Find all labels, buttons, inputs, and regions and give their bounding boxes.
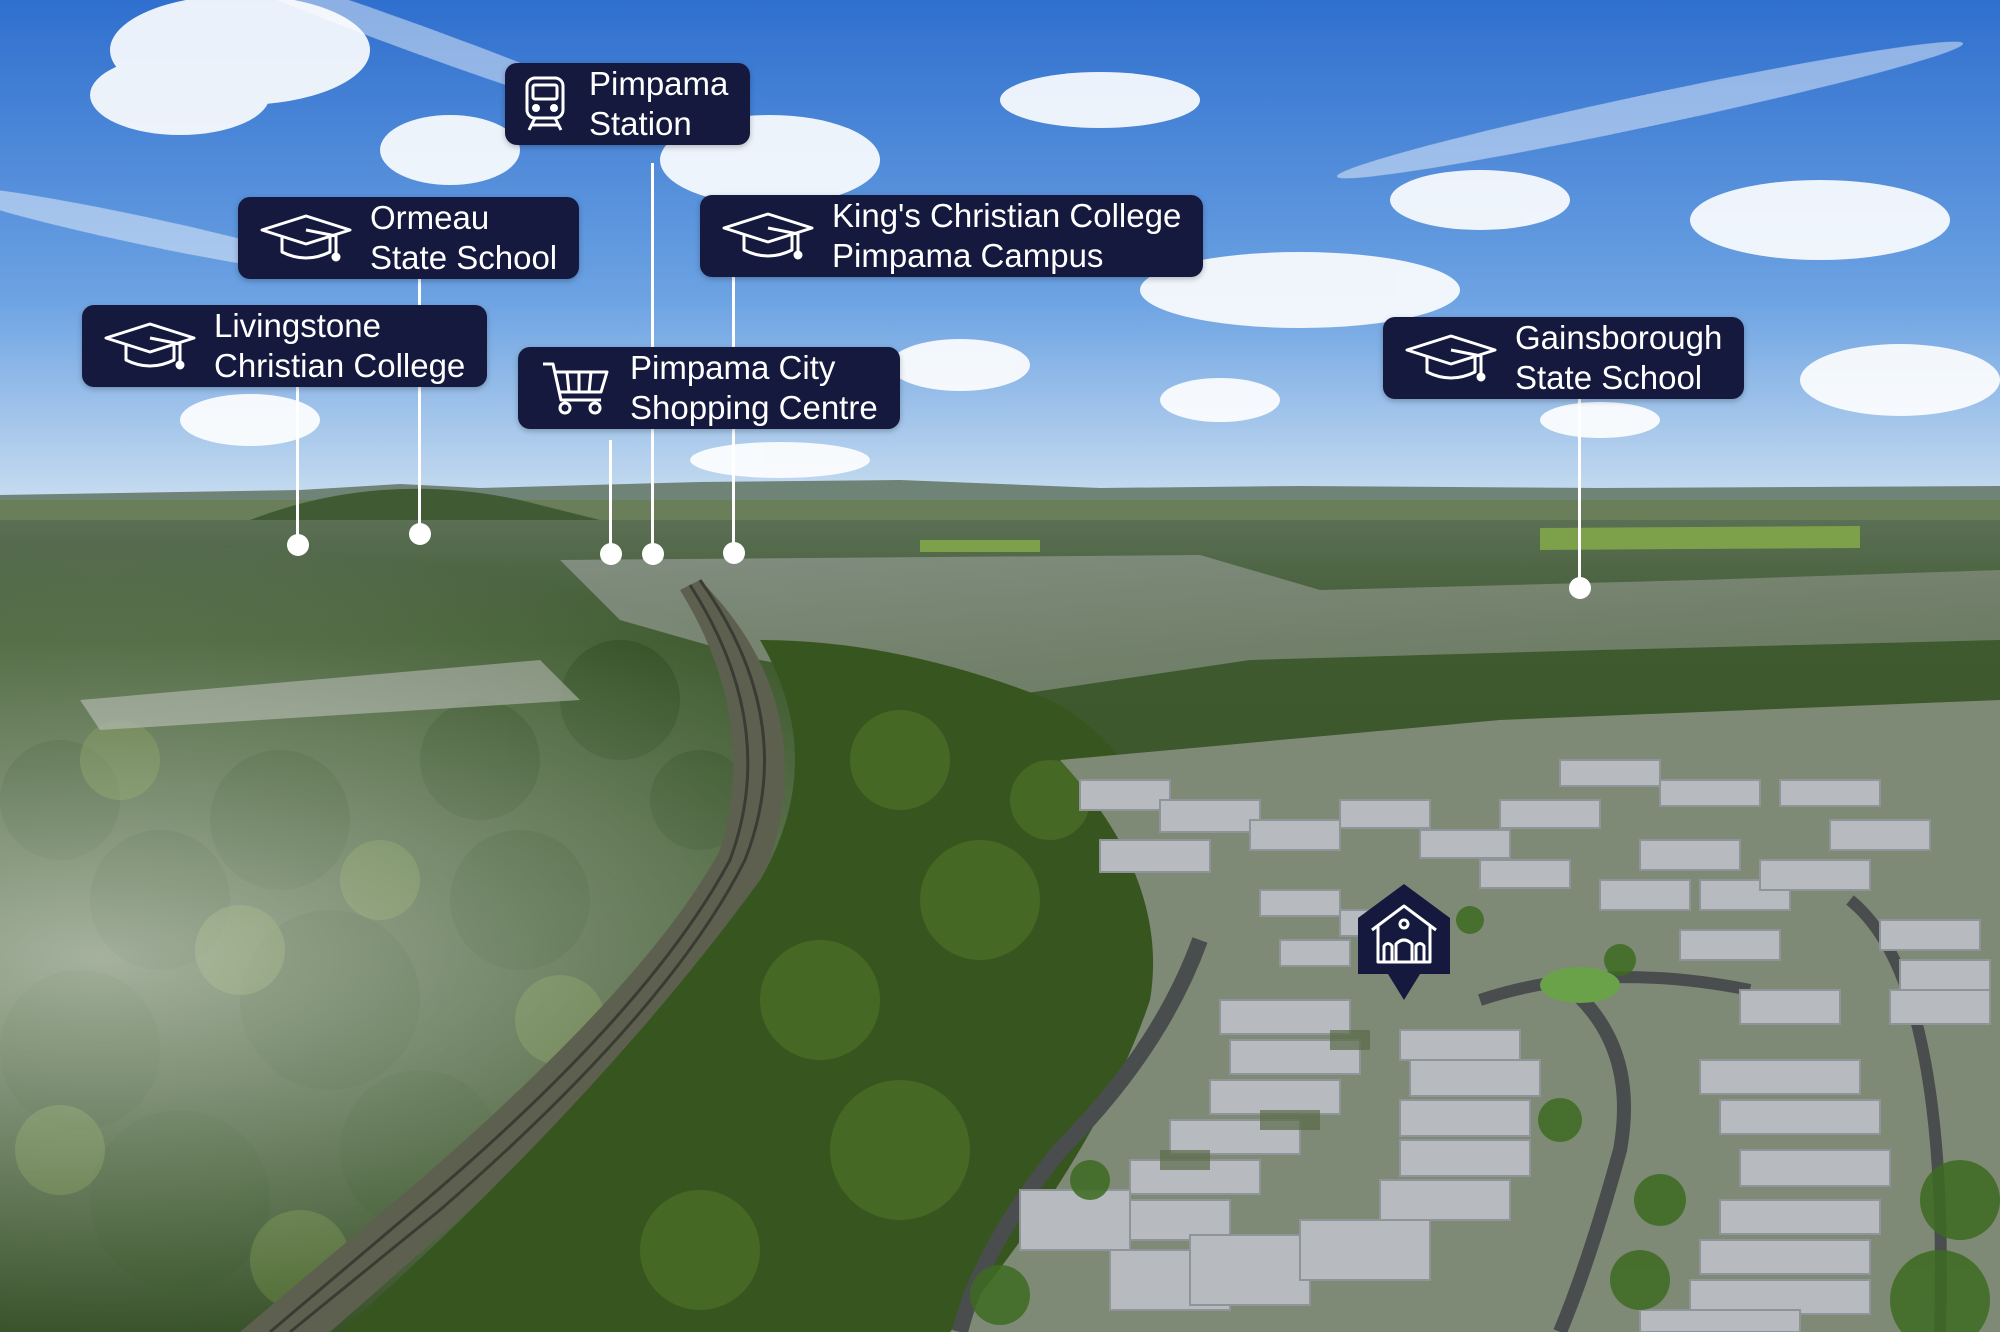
house-pin-icon [1358,884,1450,1000]
location-dot [723,542,745,564]
callout-title-line1: Pimpama [589,65,729,102]
callout-title-line1: Livingstone [214,307,381,344]
callout-livingstone-christian-college: Livingstone Christian College [82,305,488,387]
graduation-cap-icon [718,206,818,266]
callout-title-line1: Gainsborough [1515,319,1723,356]
callout-title-line2: State School [370,239,558,276]
callout-title-line1: Pimpama City [630,349,836,386]
callout-gainsborough-state-school: Gainsborough State School [1383,317,1745,399]
callout-title-line2: Shopping Centre [630,389,878,426]
connector-line [609,440,612,552]
location-dot [1569,577,1591,599]
train-icon [515,74,575,134]
location-dot [642,543,664,565]
callout-pimpama-station: Pimpama Station [505,63,751,145]
callout-pimpama-city-shopping-centre: Pimpama City Shopping Centre [518,347,900,429]
callout-title-line1: Ormeau [370,199,490,236]
callout-title-line2: State School [1515,359,1703,396]
callout-title-line2: Christian College [214,347,466,384]
callout-kings-christian-college: King's Christian College Pimpama Campus [700,195,1204,277]
location-dot [287,534,309,556]
callout-title-line2: Station [589,105,692,142]
connector-line [418,278,421,528]
graduation-cap-icon [1401,328,1501,388]
connector-line [1578,398,1581,588]
callout-ormeau-state-school: Ormeau State School [238,197,580,279]
location-dot [600,543,622,565]
callout-title-line1: King's Christian College [832,197,1182,234]
graduation-cap-icon [100,316,200,376]
location-dot [409,523,431,545]
connector-line [296,385,299,545]
callout-title-line2: Pimpama Campus [832,237,1104,274]
shopping-cart-icon [536,358,616,418]
graduation-cap-icon [256,208,356,268]
